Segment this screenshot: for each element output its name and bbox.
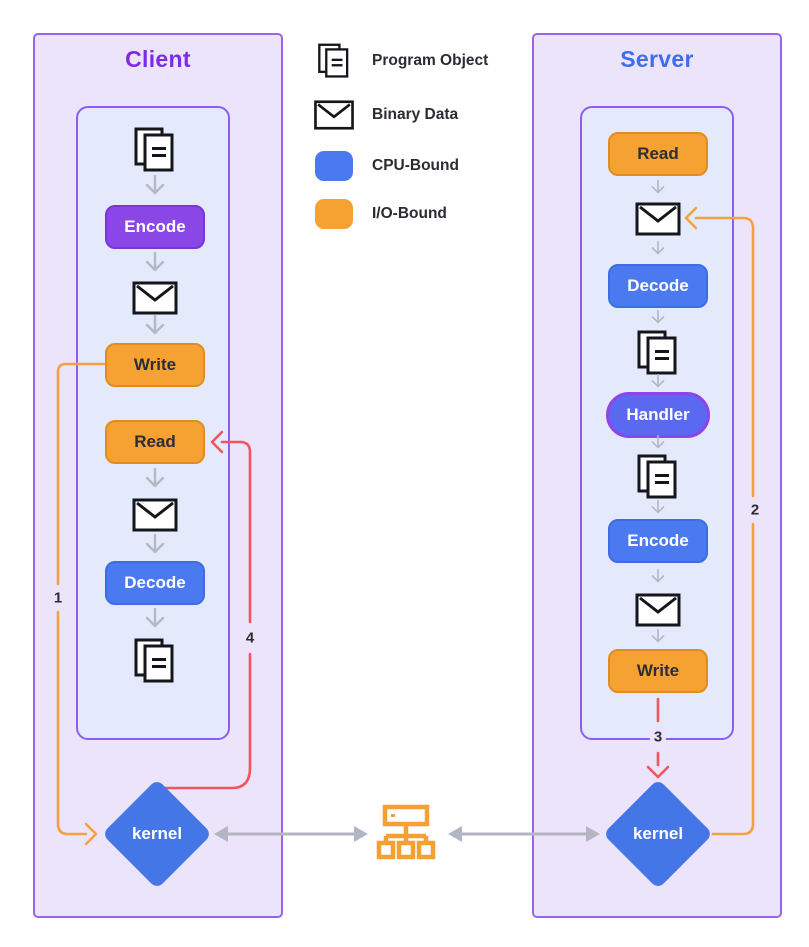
- flow-arrow-icon: [144, 534, 166, 560]
- server-title: Server: [620, 46, 694, 72]
- server-binary-data-icon: [635, 593, 681, 627]
- client-binary-data-icon: [132, 498, 178, 532]
- legend-cpu-bound-swatch: [315, 151, 353, 181]
- flow-arrow-icon: [144, 315, 166, 341]
- flow-arrow-icon: [647, 629, 669, 647]
- flow-arrow-icon: [144, 608, 166, 634]
- legend-binary-data-label: Binary Data: [372, 106, 459, 123]
- client-program-object-icon: [133, 126, 177, 174]
- client-kernel-node: kernel: [101, 778, 213, 890]
- legend-cpu-bound-label: CPU-Bound: [372, 157, 459, 174]
- flow-arrow-icon: [144, 175, 166, 201]
- server-program-object-icon: [636, 329, 680, 377]
- edge-label-2: 2: [746, 499, 764, 521]
- flow-arrow-icon: [144, 252, 166, 278]
- flow-arrow-icon: [647, 569, 669, 587]
- edge-label-1: 1: [49, 587, 67, 609]
- flow-arrow-icon: [647, 374, 669, 392]
- flow-arrow-icon: [647, 310, 669, 328]
- server-program-object-icon: [636, 453, 680, 501]
- legend-program-object-label: Program Object: [372, 52, 489, 69]
- client-write-step: Write: [105, 343, 205, 387]
- client-encode-step: Encode: [105, 205, 205, 249]
- legend-io-bound-swatch: [315, 199, 353, 229]
- client-binary-data-icon: [132, 281, 178, 315]
- legend-program-object-icon: [317, 42, 351, 80]
- server-decode-step: Decode: [608, 264, 708, 308]
- flow-arrow-icon: [647, 500, 669, 518]
- flow-arrow-icon: [647, 435, 669, 453]
- client-decode-step: Decode: [105, 561, 205, 605]
- flow-arrow-icon: [647, 241, 669, 259]
- edge-label-3: 3: [649, 726, 667, 748]
- server-handler-step: Handler: [606, 392, 710, 438]
- flow-arrow-icon: [144, 468, 166, 494]
- client-read-step: Read: [105, 420, 205, 464]
- edge-label-4: 4: [241, 627, 259, 649]
- server-read-step: Read: [608, 132, 708, 176]
- server-encode-step: Encode: [608, 519, 708, 563]
- legend-binary-data-icon: [313, 100, 355, 130]
- server-kernel-label: kernel: [632, 824, 684, 843]
- server-kernel-node: kernel: [602, 778, 714, 890]
- flow-arrow-icon: [647, 180, 669, 198]
- server-write-step: Write: [608, 649, 708, 693]
- legend-io-bound-label: I/O-Bound: [372, 205, 447, 222]
- network-icon: [374, 802, 438, 866]
- server-binary-data-icon: [635, 202, 681, 236]
- client-program-object-icon: [133, 637, 177, 685]
- client-kernel-label: kernel: [131, 824, 183, 843]
- client-title: Client: [125, 46, 191, 72]
